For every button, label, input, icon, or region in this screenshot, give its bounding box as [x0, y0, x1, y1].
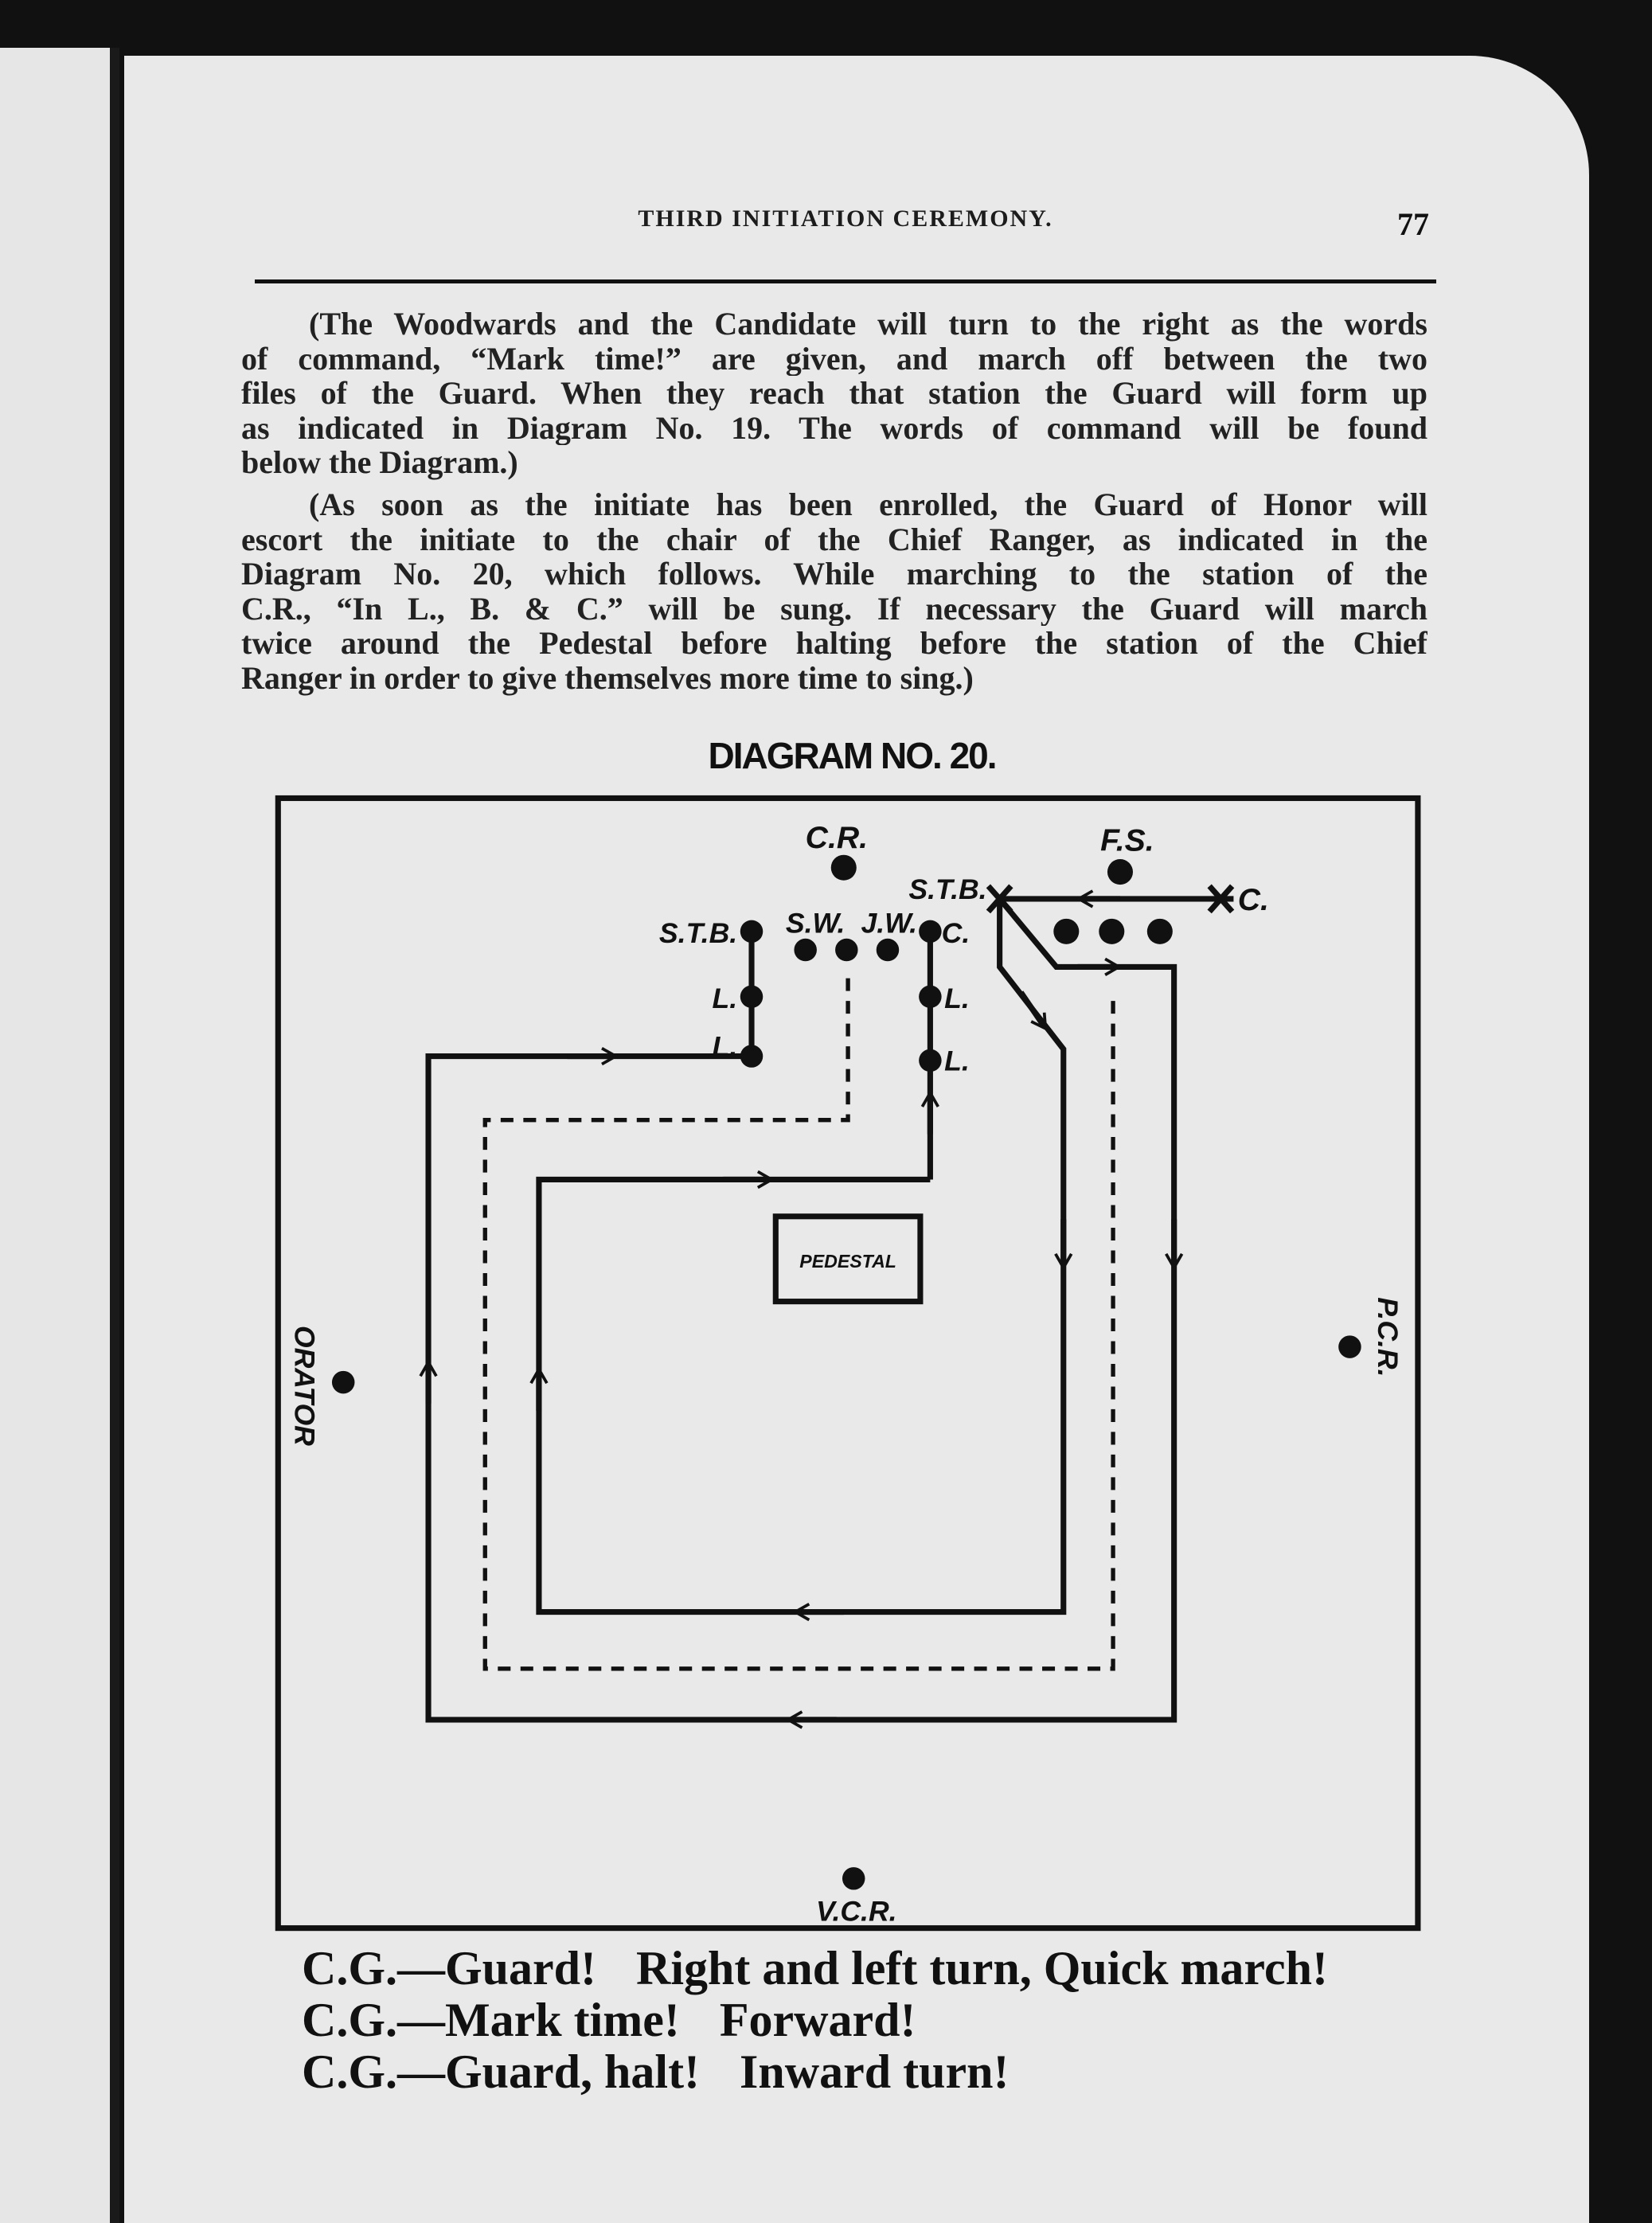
label-stb-right: S.T.B.	[908, 873, 986, 905]
label-stb-left: S.T.B.	[659, 917, 737, 949]
label-cr: C.R.	[806, 821, 868, 855]
text-line: as indicated in Diagram No. 19. The word…	[241, 410, 1427, 446]
text-line: Ranger in order to give themselves more …	[241, 660, 974, 696]
text-line: (As soon as the initiate has been enroll…	[309, 487, 1427, 522]
running-header: THIRD INITIATION CEREMONY.	[638, 205, 1053, 232]
text-line: files of the Guard. When they reach that…	[241, 376, 1427, 411]
pedestal-box	[772, 1213, 924, 1305]
label-fs: F.S.	[1100, 823, 1154, 858]
diagram-frame	[275, 795, 1421, 1932]
text-line: (The Woodwards and the Candidate will tu…	[309, 307, 1427, 342]
text-line: twice around the Pedestal before halting…	[241, 626, 1427, 661]
command-line: C.G.—Guard!Right and left turn, Quick ma…	[302, 1942, 1328, 1994]
pedestal-label: PEDESTAL	[799, 1251, 896, 1272]
label-sw: S.W.	[786, 908, 846, 940]
paragraph-2: (As soon as the initiate has been enroll…	[241, 487, 1427, 696]
facing-page-edge	[0, 48, 119, 2223]
label-l: L.	[944, 1045, 970, 1076]
inner-path	[536, 898, 1067, 1615]
text-line: of command, “Mark time!” are given, and …	[241, 341, 1427, 377]
label-pcr: P.C.R.	[1372, 1297, 1404, 1377]
label-vcr: V.C.R.	[816, 1896, 897, 1928]
label-jw: J.W.	[861, 908, 917, 940]
label-l: L.	[713, 1031, 738, 1063]
header-rule	[255, 279, 1436, 283]
book-page	[124, 56, 1589, 2223]
command-line: C.G.—Guard, halt!Inward turn!	[302, 2045, 1010, 2098]
paragraph-1: (The Woodwards and the Candidate will tu…	[241, 307, 1427, 480]
label-l: L.	[713, 983, 738, 1014]
label-orator: ORATOR	[289, 1326, 321, 1446]
text-line: C.R., “In L., B. & C.” will be sung. If …	[241, 591, 1427, 627]
label-l: L.	[944, 983, 970, 1014]
diagram-title: DIAGRAM NO. 20.	[708, 735, 997, 776]
x-mark-icon	[986, 884, 1013, 914]
command-line: C.G.—Mark time!Forward!	[302, 1994, 916, 2046]
words-of-command: C.G.—Guard!Right and left turn, Quick ma…	[302, 1943, 1328, 2098]
march-paths	[419, 884, 1235, 1729]
outer-path	[425, 897, 1177, 1723]
dashed-path	[482, 978, 1115, 1671]
label-c: C.	[942, 917, 971, 949]
x-mark-icon	[1207, 884, 1235, 914]
text-line: below the Diagram.)	[241, 445, 518, 480]
direction-arrows	[419, 889, 1184, 1729]
label-xc: C.	[1238, 883, 1269, 917]
officer-stations	[331, 854, 1361, 1890]
page-number: 77	[1397, 206, 1429, 242]
text-line: Diagram No. 20, which follows. While mar…	[241, 557, 1427, 592]
text-line: escort the initiate to the chair of the …	[241, 522, 1427, 557]
